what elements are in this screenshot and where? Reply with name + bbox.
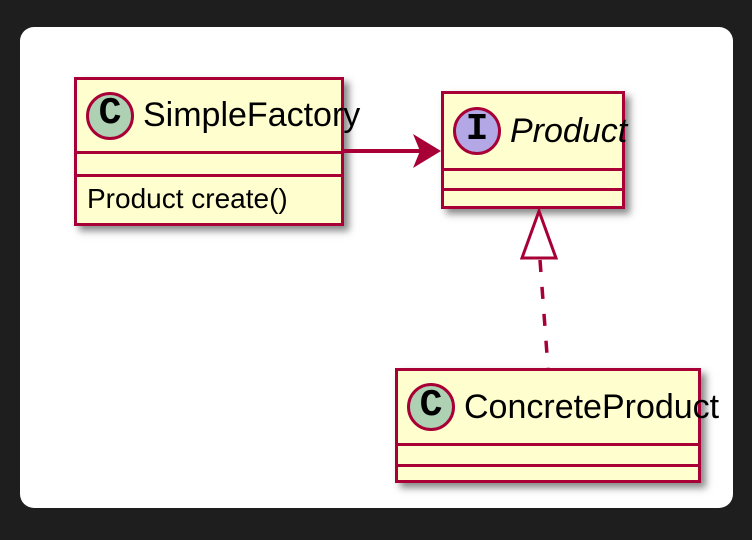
class-title-row: C SimpleFactory <box>77 80 360 151</box>
class-name: SimpleFactory <box>143 96 361 134</box>
class-box-concreteproduct: C ConcreteProduct <box>395 368 719 483</box>
fields-compartment <box>444 171 622 188</box>
compartment-divider <box>444 168 622 171</box>
interface-name: Product <box>510 111 628 150</box>
class-spot-icon: C <box>86 91 134 140</box>
spot-letter: I <box>465 107 489 151</box>
fields-compartment <box>398 446 698 464</box>
fields-compartment <box>77 154 341 174</box>
compartment-divider <box>398 464 698 467</box>
class-name: ConcreteProduct <box>464 387 720 426</box>
compartment-divider <box>77 174 341 177</box>
compartment-divider <box>444 188 622 191</box>
spot-letter: C <box>98 92 122 135</box>
compartment-divider <box>398 443 698 446</box>
class-spot-icon: C <box>407 383 455 431</box>
methods-compartment <box>444 191 622 206</box>
methods-compartment <box>398 467 698 480</box>
class-title-row: I Product <box>444 94 627 168</box>
class-title-row: C ConcreteProduct <box>398 371 719 443</box>
spot-letter: C <box>419 383 443 427</box>
interface-spot-icon: I <box>453 107 501 155</box>
methods-compartment: Product create() <box>77 177 341 223</box>
compartment-divider <box>77 151 341 154</box>
interface-box-product: I Product <box>441 91 627 209</box>
class-box-simplefactory: C SimpleFactory Product create() <box>74 77 360 226</box>
method-label: Product create() <box>87 183 288 214</box>
